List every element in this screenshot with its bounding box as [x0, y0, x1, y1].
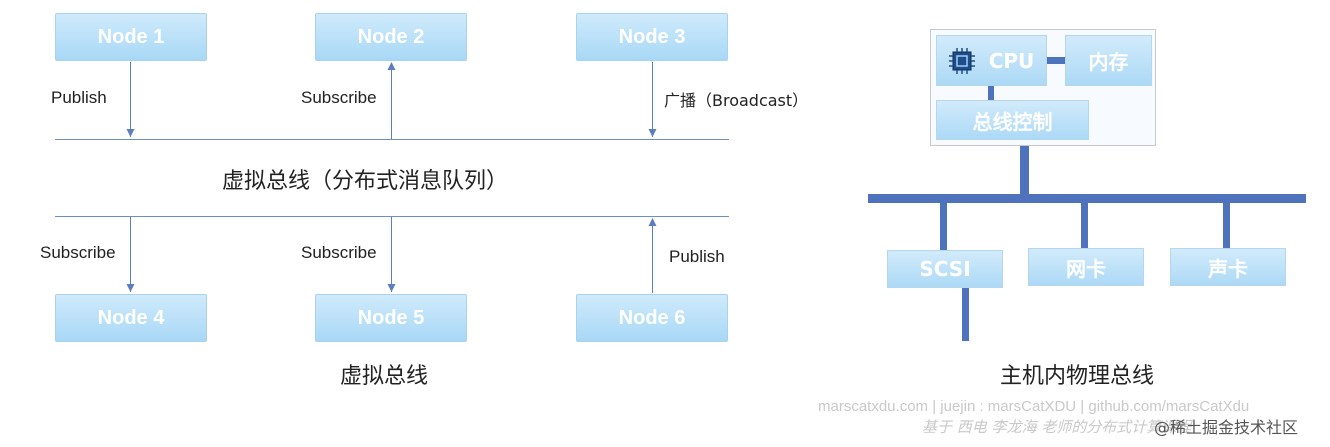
connector-lines	[55, 62, 729, 293]
label-subscribe-2: Subscribe	[301, 88, 377, 107]
cpu-label: CPU	[988, 48, 1035, 73]
cpu-buscontrol-link	[988, 86, 994, 100]
node-2: Node 2	[315, 13, 467, 61]
node-5: Node 5	[315, 294, 467, 342]
bus-drop-nic	[1081, 203, 1088, 250]
host-bus-stem	[1020, 146, 1029, 194]
node-3: Node 3	[576, 13, 728, 61]
caption-virtual-bus-mq: 虚拟总线（分布式消息队列）	[222, 169, 509, 194]
node-1: Node 1	[55, 13, 207, 61]
sound-card-box: 声卡	[1170, 248, 1286, 286]
caption-virtual-bus: 虚拟总线	[340, 364, 429, 389]
bus-drop-scsi	[940, 203, 947, 250]
bus-drop-sound	[1223, 203, 1230, 250]
scsi-box: SCSI	[887, 250, 1003, 288]
nic-box: 网卡	[1028, 248, 1144, 286]
node-6: Node 6	[576, 294, 728, 342]
physical-bus-main	[868, 194, 1306, 203]
label-publish-1: Publish	[51, 88, 107, 107]
memory-box: 内存	[1065, 35, 1152, 86]
watermark-line-1: marscatxdu.com | juejin : marsCatXDU | g…	[818, 398, 1250, 415]
caption-physical-bus: 主机内物理总线	[1000, 364, 1155, 389]
watermark-line-2: 基于 西电 李龙海 老师的分布式计算课程	[922, 418, 1192, 436]
label-broadcast-3: 广播（Broadcast）	[664, 91, 809, 110]
bus-control-box: 总线控制	[936, 100, 1089, 140]
watermark-badge: @稀土掘金技术社区	[1154, 418, 1299, 437]
chip-icon	[948, 47, 975, 74]
cpu-memory-link	[1047, 57, 1065, 64]
scsi-downlink	[962, 288, 969, 341]
label-publish-6: Publish	[669, 247, 725, 266]
label-subscribe-5: Subscribe	[301, 243, 377, 262]
node-4: Node 4	[55, 294, 207, 342]
label-subscribe-4: Subscribe	[40, 243, 116, 262]
cpu-box: CPU	[936, 35, 1047, 86]
